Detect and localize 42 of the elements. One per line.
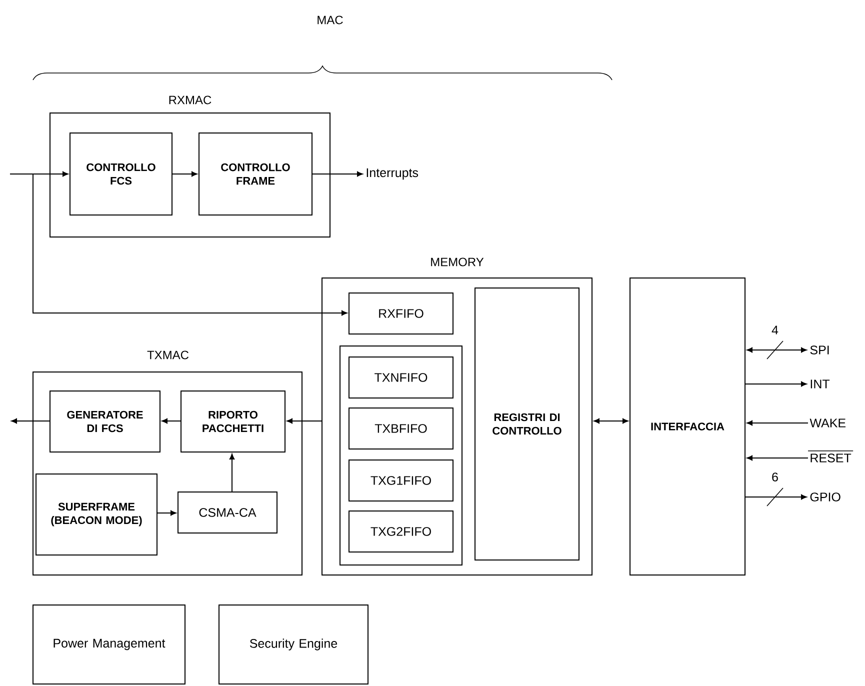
arrow bbox=[162, 418, 181, 424]
node-label: RXMAC bbox=[169, 96, 212, 104]
signal-label: SPI bbox=[810, 346, 829, 354]
function-box: CONTROLLO FRAME bbox=[198, 132, 312, 216]
brace-label: MAC bbox=[318, 16, 343, 24]
arrow bbox=[157, 510, 176, 516]
signal-label: Interrupts bbox=[366, 168, 418, 180]
function-box: REGISTRI DI CONTROLLO bbox=[474, 288, 580, 560]
arrow bbox=[745, 381, 807, 387]
arrow bbox=[11, 418, 50, 424]
signal-label: GPIO bbox=[810, 492, 840, 502]
function-box: INTERFACCIA bbox=[630, 278, 746, 576]
node-label: TXMAC bbox=[147, 350, 189, 360]
signal-label: WAKE bbox=[810, 418, 846, 428]
signal-label: INT bbox=[810, 380, 830, 388]
signal-label: RESET bbox=[808, 450, 854, 462]
fifo-box: TXG2FIFO bbox=[348, 510, 454, 552]
arrow bbox=[286, 418, 322, 424]
arrow bbox=[745, 494, 807, 500]
node-label: MEMORY bbox=[431, 258, 484, 266]
function-box: RIPORTO PACCHETTI bbox=[180, 390, 286, 452]
function-box: SUPERFRAME (BEACON MODE) bbox=[36, 474, 158, 556]
function-box: CONTROLLO FCS bbox=[70, 132, 172, 216]
fifo-box: TXG1FIFO bbox=[348, 460, 454, 502]
arrow bbox=[312, 171, 363, 177]
fifo-box: CSMA-CA bbox=[178, 492, 278, 534]
arrow bbox=[229, 454, 235, 492]
arrow bbox=[10, 174, 348, 316]
arrow bbox=[746, 420, 808, 426]
function-box: GENERATORE DI FCS bbox=[50, 390, 160, 452]
module-box: Power Management bbox=[32, 604, 186, 684]
bus-width-label: 4 bbox=[770, 324, 780, 336]
fifo-box: TXNFIFO bbox=[348, 356, 454, 398]
arrow bbox=[172, 171, 198, 177]
module-box: Security Engine bbox=[218, 604, 368, 684]
arrow bbox=[594, 418, 628, 424]
fifo-box: RXFIFO bbox=[348, 292, 454, 334]
arrow bbox=[746, 347, 807, 353]
bus-width-label: 6 bbox=[770, 472, 780, 482]
arrow bbox=[746, 455, 808, 461]
fifo-box: TXBFIFO bbox=[348, 408, 454, 450]
group-box bbox=[340, 346, 462, 566]
